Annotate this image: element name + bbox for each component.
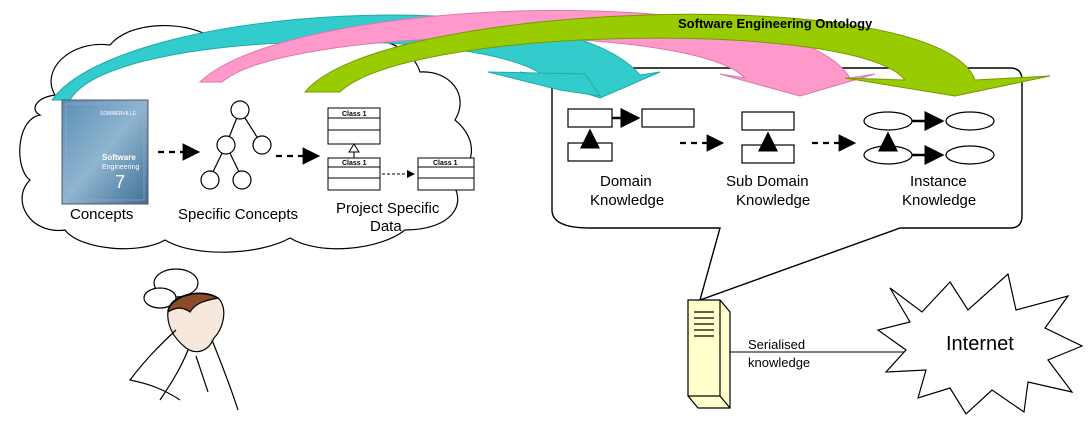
project-data-label-line2: Data [370,218,402,235]
class-diagram-icon [327,107,475,191]
subdomain-label-line1: Sub Domain [726,173,809,190]
thinking-person-illustration [128,292,239,411]
concept-tree-icon [200,100,272,190]
link-label-line2: knowledge [748,355,810,370]
svg-text:7: 7 [115,172,125,192]
domain-label-line1: Domain [600,173,652,190]
class-label-bottom-right: Class 1 [433,160,458,167]
cyan-arrow-head [487,71,602,97]
project-data-label-line1: Project Specific [336,200,440,217]
textbook-image: SOMMERVILLE Software Engineering 7 [61,99,149,205]
svg-text:Software: Software [102,153,136,162]
server-icon [687,299,731,409]
domain-label-line2: Knowledge [590,192,664,209]
subdomain-knowledge-icon [741,111,795,164]
instance-label-line1: Instance [910,173,967,190]
class-label-top: Class 1 [342,111,367,118]
diagram-title: Software Engineering Ontology [678,16,873,31]
specific-concepts-label: Specific Concepts [178,206,298,223]
knowledge-flow-arrows [51,9,1051,101]
svg-text:Engineering: Engineering [102,164,139,171]
green-flow-arrow [303,13,1051,97]
domain-knowledge-icon [567,108,695,162]
internet-burst-shape [876,272,1084,415]
concepts-label: Concepts [70,206,133,223]
link-label-line1: Serialised [748,337,805,352]
instance-knowledge-icon [863,111,995,165]
instance-label-line2: Knowledge [902,192,976,209]
svg-text:SOMMERVILLE: SOMMERVILLE [100,111,137,117]
class-label-bottom-left: Class 1 [342,160,367,167]
internet-label: Internet [946,333,1014,355]
subdomain-label-line2: Knowledge [736,192,810,209]
